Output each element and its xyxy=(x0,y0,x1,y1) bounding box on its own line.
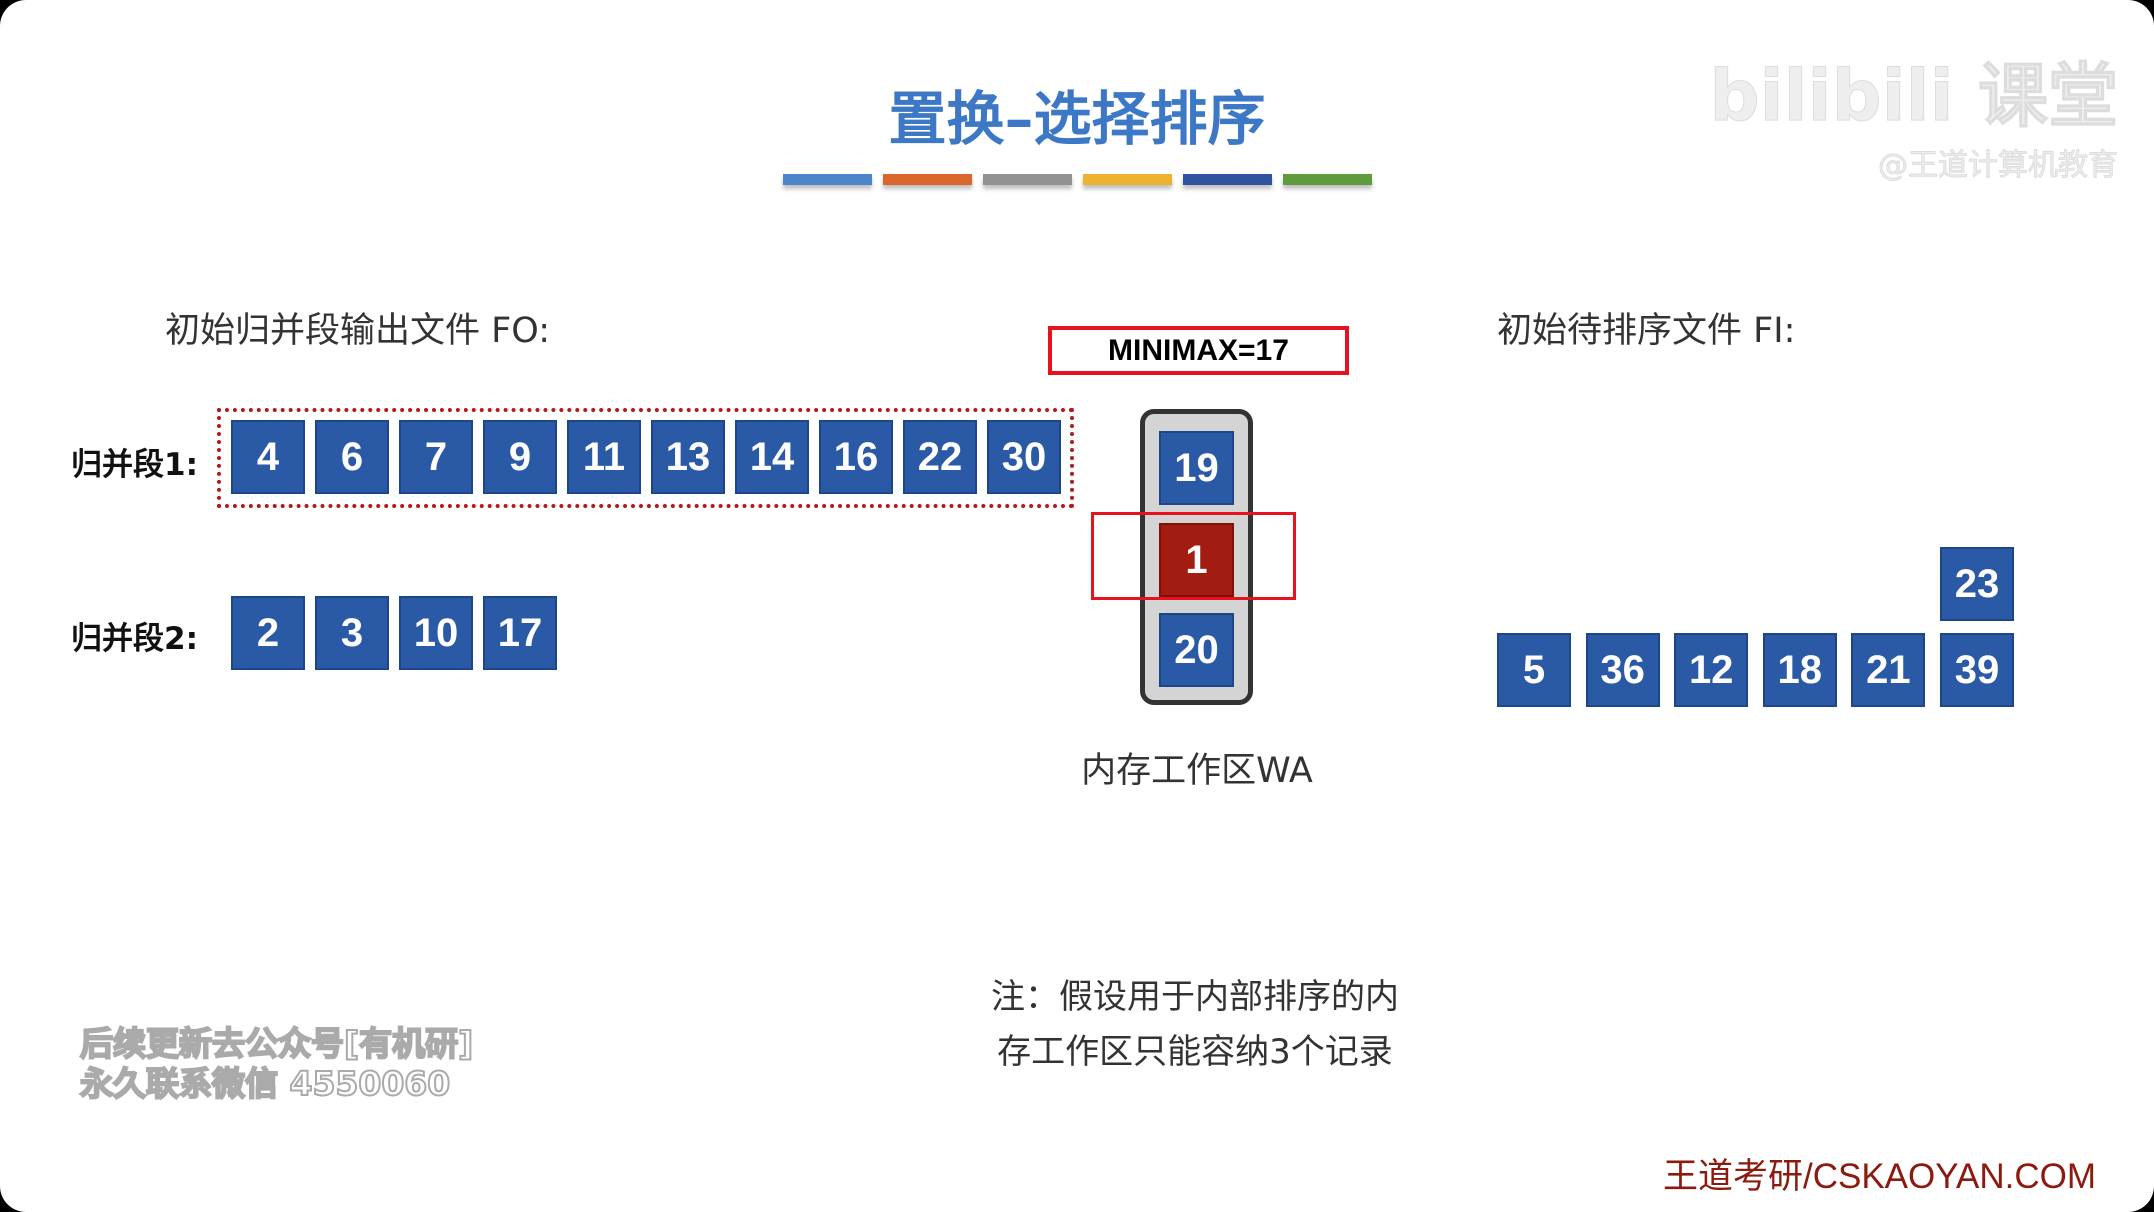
watermark: 后续更新去公众号[有机研] 永久联系微信 4550060 xyxy=(79,1023,474,1104)
record-box: 30 xyxy=(987,420,1061,494)
watermark-line: 永久联系微信 4550060 xyxy=(79,1063,451,1104)
record-box: 39 xyxy=(1940,633,2014,707)
record-box: 7 xyxy=(399,420,473,494)
record-box: 18 xyxy=(1762,633,1837,707)
record-box: 2 xyxy=(231,596,305,670)
run2-label: 归并段2: xyxy=(71,621,198,657)
record-box: 3 xyxy=(315,596,389,670)
footer-brand: 王道考研/CSKAOYAN.COM xyxy=(1662,1157,2096,1196)
record-box: 20 xyxy=(1159,613,1234,687)
record-box: 17 xyxy=(483,596,557,670)
color-bar xyxy=(783,174,872,185)
color-bar xyxy=(1183,174,1272,185)
record-box: 5 xyxy=(1497,633,1571,707)
wa-label: 内存工作区WA xyxy=(1081,751,1313,791)
watermark-line: 后续更新去公众号[有机研] xyxy=(79,1023,474,1064)
record-box: 11 xyxy=(567,420,641,494)
color-bar xyxy=(983,174,1072,185)
record-box: 12 xyxy=(1674,633,1749,707)
record-box: 14 xyxy=(735,420,809,494)
logo-text: bilibili 课堂 xyxy=(1709,55,2119,138)
record-box: 22 xyxy=(903,420,977,494)
selected-record-box: 1 xyxy=(1159,523,1234,597)
current-run-highlight xyxy=(217,408,1074,508)
record-box: 13 xyxy=(651,420,725,494)
run1-label: 归并段1: xyxy=(71,447,198,483)
note-line: 注：假设用于内部排序的内 xyxy=(991,977,1399,1017)
note: 注：假设用于内部排序的内 存工作区只能容纳3个记录 xyxy=(900,970,1490,1080)
color-bar xyxy=(883,174,972,185)
logo-subtitle: @王道计算机教育 xyxy=(1878,148,2119,184)
record-box: 16 xyxy=(819,420,893,494)
record-box: 21 xyxy=(1851,633,1926,707)
record-box: 6 xyxy=(315,420,389,494)
record-box: 9 xyxy=(483,420,557,494)
record-box: 4 xyxy=(231,420,305,494)
record-box: 10 xyxy=(399,596,473,670)
record-box: 19 xyxy=(1159,431,1234,505)
bilibili-logo-watermark: bilibili 课堂 xyxy=(1709,40,2119,141)
color-bar xyxy=(1283,174,1372,185)
record-box: 36 xyxy=(1585,633,1660,707)
min-selection-highlight xyxy=(1091,512,1296,600)
fo-label: 初始归并段输出文件 FO: xyxy=(165,311,550,351)
fi-label: 初始待排序文件 FI: xyxy=(1497,311,1796,351)
slide-title: 置换–选择排序 xyxy=(888,85,1266,153)
minimax-value: MINIMAX=17 xyxy=(1048,326,1349,375)
color-bar xyxy=(1083,174,1172,185)
record-box: 23 xyxy=(1940,547,2014,621)
note-line: 存工作区只能容纳3个记录 xyxy=(997,1032,1393,1072)
